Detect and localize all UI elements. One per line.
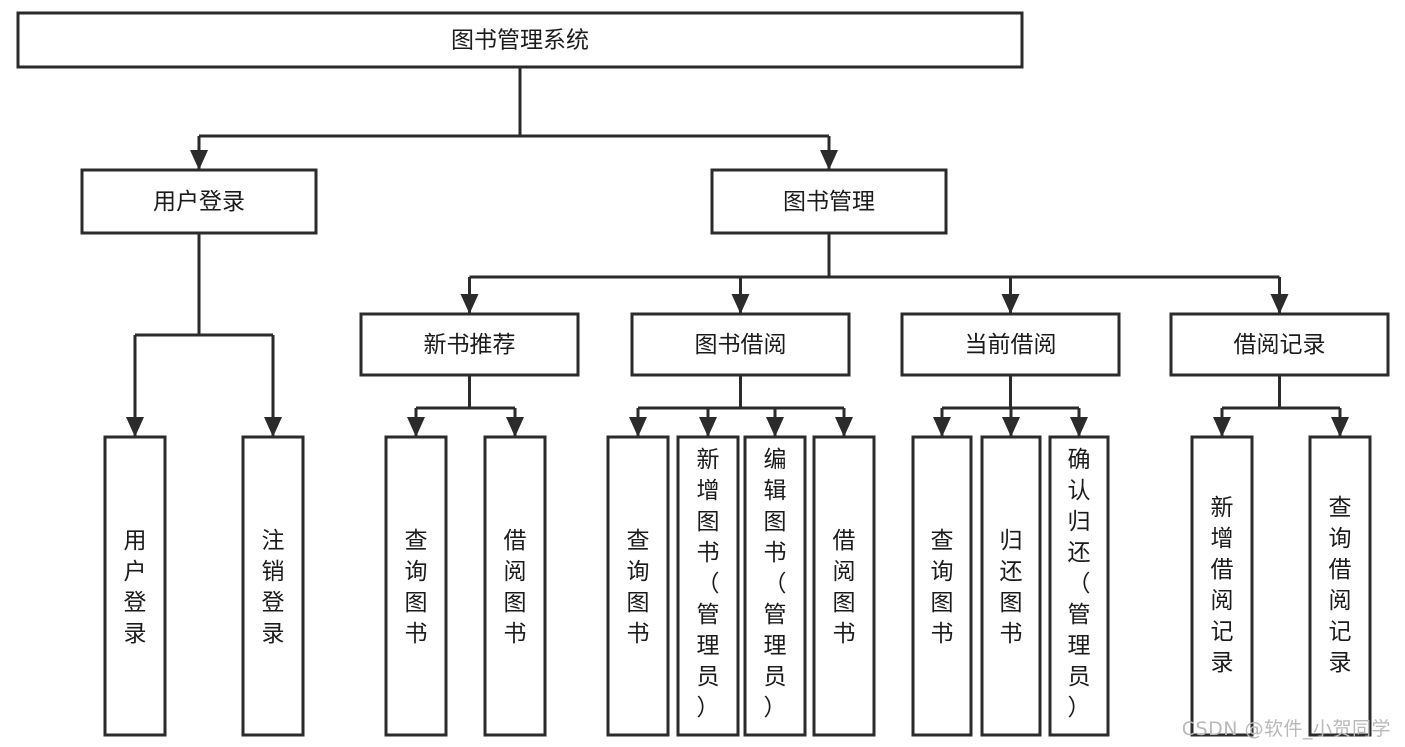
node-box-leaf_1 [241, 435, 305, 737]
node-l2_0[interactable]: 用户登录 [80, 168, 318, 235]
node-label-leaf_4: 查询图书 [627, 528, 650, 647]
node-label-l3_1: 图书借阅 [695, 332, 787, 358]
node-l2_1[interactable]: 图书管理 [710, 168, 948, 235]
arrow-head-icon [835, 417, 853, 437]
node-box-leaf_5 [676, 435, 740, 737]
node-box-l3_3 [1169, 312, 1390, 377]
arrow-head-icon [1213, 417, 1231, 437]
arrow-head-icon [1070, 417, 1088, 437]
node-l3_1[interactable]: 图书借阅 [630, 312, 851, 377]
arrow-head-icon [731, 294, 750, 314]
arrow-head-icon [933, 417, 951, 437]
node-label-root: 图书管理系统 [451, 28, 589, 54]
node-label-leaf_7: 借阅图书 [833, 528, 856, 647]
connector-layer [126, 67, 1349, 437]
node-label-leaf_2: 查询图书 [405, 528, 428, 647]
node-label-l3_0: 新书推荐 [424, 332, 516, 358]
node-l3_0[interactable]: 新书推荐 [359, 312, 580, 377]
node-box-leaf_10 [1048, 435, 1110, 737]
node-box-root [16, 11, 1024, 69]
node-leaf_1[interactable]: 注销登录 [241, 435, 305, 737]
node-l3_2[interactable]: 当前借阅 [900, 312, 1121, 377]
arrow-head-icon [629, 417, 647, 437]
node-label-l2_1: 图书管理 [783, 189, 875, 215]
node-leaf_0[interactable]: 用户登录 [103, 435, 167, 737]
node-label-leaf_12: 查询借阅记录 [1329, 495, 1352, 676]
node-leaf_12[interactable]: 查询借阅记录 [1308, 435, 1372, 737]
node-l3_3[interactable]: 借阅记录 [1169, 312, 1390, 377]
node-box-leaf_11 [1190, 435, 1254, 737]
node-label-leaf_5: 新增图书（管理员） [697, 447, 720, 721]
node-box-leaf_6 [743, 435, 807, 737]
node-leaf_11[interactable]: 新增借阅记录 [1190, 435, 1254, 737]
node-leaf_3[interactable]: 借阅图书 [483, 435, 547, 737]
node-leaf_9[interactable]: 归还图书 [980, 435, 1042, 737]
node-leaf_4[interactable]: 查询图书 [606, 435, 670, 737]
node-box-l3_2 [900, 312, 1121, 377]
node-label-leaf_0: 用户登录 [124, 528, 147, 647]
node-box-leaf_2 [384, 435, 448, 737]
arrow-head-icon [407, 417, 425, 437]
arrow-head-icon [766, 417, 784, 437]
node-box-leaf_12 [1308, 435, 1372, 737]
node-leaf_5[interactable]: 新增图书（管理员） [676, 435, 740, 737]
node-leaf_6[interactable]: 编辑图书（管理员） [743, 435, 807, 737]
node-label-l3_2: 当前借阅 [965, 332, 1057, 358]
node-box-leaf_0 [103, 435, 167, 737]
node-box-leaf_8 [911, 435, 973, 737]
node-box-l3_0 [359, 312, 580, 377]
node-layer: 图书管理系统用户登录图书管理新书推荐图书借阅当前借阅借阅记录用户登录注销登录查询… [16, 11, 1390, 737]
arrow-head-icon [190, 150, 208, 170]
arrow-head-icon [1270, 294, 1289, 314]
node-label-leaf_1: 注销登录 [262, 528, 285, 647]
arrow-head-icon [1001, 294, 1020, 314]
node-label-leaf_10: 确认归还（管理员） [1068, 447, 1091, 721]
arrow-head-icon [460, 294, 479, 314]
node-label-l3_3: 借阅记录 [1234, 332, 1326, 358]
arrow-head-icon [506, 417, 524, 437]
node-box-leaf_7 [812, 435, 876, 737]
node-box-l3_1 [630, 312, 851, 377]
node-label-leaf_8: 查询图书 [931, 528, 954, 647]
node-label-leaf_3: 借阅图书 [504, 528, 527, 647]
node-leaf_8[interactable]: 查询图书 [911, 435, 973, 737]
node-label-leaf_9: 归还图书 [1000, 528, 1023, 647]
node-leaf_7[interactable]: 借阅图书 [812, 435, 876, 737]
node-box-leaf_4 [606, 435, 670, 737]
node-box-l2_0 [80, 168, 318, 235]
node-label-leaf_6: 编辑图书（管理员） [764, 447, 787, 721]
arrow-head-icon [264, 417, 282, 437]
node-box-leaf_3 [483, 435, 547, 737]
node-leaf_2[interactable]: 查询图书 [384, 435, 448, 737]
node-label-leaf_11: 新增借阅记录 [1211, 495, 1234, 676]
node-leaf_10[interactable]: 确认归还（管理员） [1048, 435, 1110, 737]
arrow-head-icon [126, 417, 144, 437]
arrow-head-icon [820, 150, 838, 170]
node-box-leaf_9 [980, 435, 1042, 737]
node-label-l2_0: 用户登录 [153, 189, 245, 215]
arrow-head-icon [1002, 417, 1020, 437]
arrow-head-icon [699, 417, 717, 437]
node-box-l2_1 [710, 168, 948, 235]
arrow-head-icon [1331, 417, 1349, 437]
node-root[interactable]: 图书管理系统 [16, 11, 1024, 69]
